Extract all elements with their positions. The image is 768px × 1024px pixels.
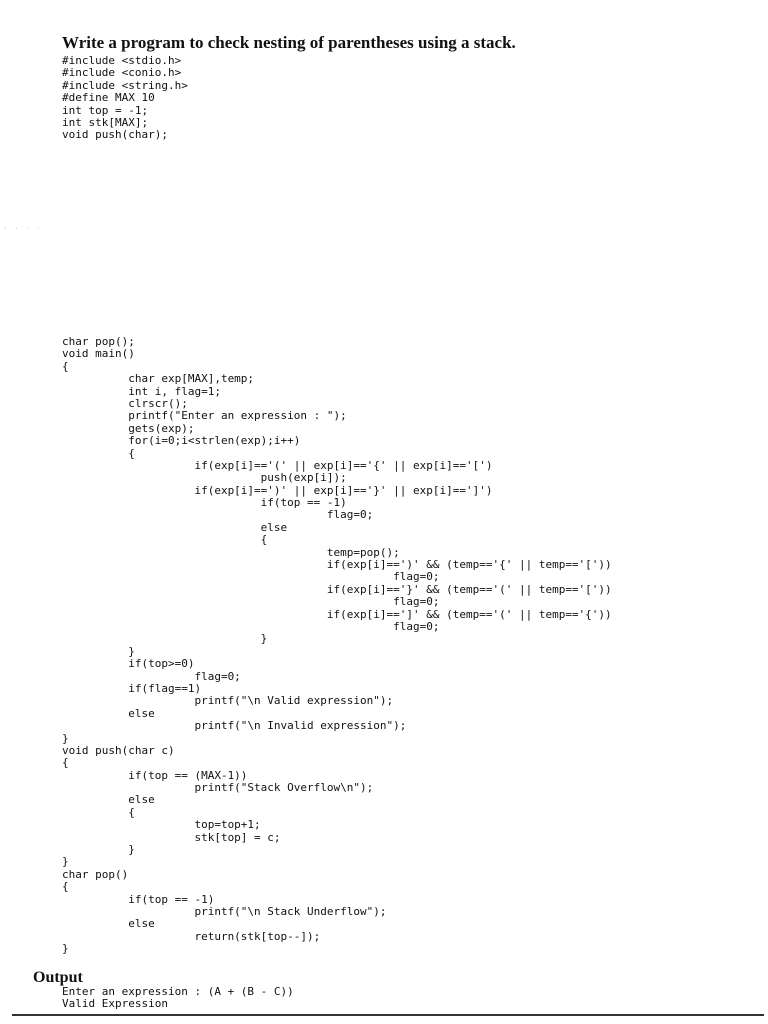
code-line: temp=pop(); bbox=[62, 545, 400, 559]
code-line: } bbox=[62, 731, 69, 745]
code-line: if(top == -1) bbox=[62, 496, 347, 510]
code-line: #include <string.h> bbox=[62, 78, 188, 92]
code-line: printf("Stack Overflow\n"); bbox=[62, 781, 374, 795]
code-line: flag=0; bbox=[62, 669, 241, 683]
code-line: void main() bbox=[62, 347, 135, 361]
code-line: if(top == (MAX-1)) bbox=[62, 768, 248, 782]
code-line: if(exp[i]=='(' || exp[i]=='{' || exp[i]=… bbox=[62, 458, 493, 472]
code-line: } bbox=[62, 942, 69, 956]
code-line: Enter an expression : (A + (B - C)) bbox=[62, 985, 294, 998]
code-line: if(flag==1) bbox=[62, 681, 202, 695]
output-block: Enter an expression : (A + (B - C))Valid… bbox=[62, 985, 294, 1011]
page-marks: . . . . bbox=[4, 222, 43, 231]
code-line: char pop(); bbox=[62, 335, 135, 348]
code-line: if(top>=0) bbox=[62, 657, 195, 671]
code-line: printf("\n Stack Underflow"); bbox=[62, 904, 387, 918]
code-line: if(exp[i]=='}' && (temp=='(' || temp=='[… bbox=[62, 582, 612, 596]
code-line: clrscr(); bbox=[62, 396, 188, 410]
page-title: Write a program to check nesting of pare… bbox=[62, 33, 516, 52]
code-line: void push(char c) bbox=[62, 743, 175, 757]
code-line: top=top+1; bbox=[62, 818, 261, 832]
code-line: if(exp[i]==')' && (temp=='{' || temp=='[… bbox=[62, 558, 612, 572]
code-line: } bbox=[62, 632, 268, 646]
code-line: else bbox=[62, 793, 155, 807]
code-line: #include <conio.h> bbox=[62, 66, 182, 80]
code-line: void push(char); bbox=[62, 128, 168, 142]
code-line: char pop() bbox=[62, 867, 129, 881]
code-line: printf("\n Valid expression"); bbox=[62, 694, 394, 708]
code-line: flag=0; bbox=[62, 508, 374, 522]
code-line: else bbox=[62, 520, 288, 534]
code-line: flag=0; bbox=[62, 619, 440, 633]
code-line: gets(exp); bbox=[62, 421, 195, 435]
code-line: int top = -1; bbox=[62, 103, 149, 117]
code-line: } bbox=[62, 855, 69, 869]
code-line: Valid Expression bbox=[62, 997, 168, 1011]
code-block-functions: char pop();void main(){ char exp[MAX],te… bbox=[62, 335, 612, 956]
code-line: { bbox=[62, 756, 69, 770]
code-line: { bbox=[62, 446, 135, 460]
code-line: printf("Enter an expression : "); bbox=[62, 409, 347, 423]
code-line: int stk[MAX]; bbox=[62, 115, 149, 129]
code-line: #define MAX 10 bbox=[62, 91, 155, 105]
code-line: { bbox=[62, 359, 69, 373]
code-line: else bbox=[62, 917, 155, 931]
code-line: if(exp[i]==')' || exp[i]=='}' || exp[i]=… bbox=[62, 483, 493, 497]
code-line: #include <stdio.h> bbox=[62, 54, 182, 67]
code-line: { bbox=[62, 880, 69, 894]
code-line: for(i=0;i<strlen(exp);i++) bbox=[62, 434, 301, 448]
code-line: } bbox=[62, 644, 135, 658]
bottom-rule bbox=[12, 1014, 764, 1016]
code-line: if(exp[i]==']' && (temp=='(' || temp=='{… bbox=[62, 607, 612, 621]
code-line: if(top == -1) bbox=[62, 892, 215, 906]
code-line: int i, flag=1; bbox=[62, 384, 221, 398]
code-line: } bbox=[62, 843, 135, 857]
code-line: char exp[MAX],temp; bbox=[62, 372, 255, 386]
code-line: else bbox=[62, 706, 155, 720]
code-block-declarations: #include <stdio.h>#include <conio.h>#inc… bbox=[62, 54, 188, 142]
code-line: push(exp[i]); bbox=[62, 471, 347, 485]
code-line: printf("\n Invalid expression"); bbox=[62, 719, 407, 733]
code-line: flag=0; bbox=[62, 595, 440, 609]
code-line: flag=0; bbox=[62, 570, 440, 584]
code-line: { bbox=[62, 805, 135, 819]
code-line: stk[top] = c; bbox=[62, 830, 281, 844]
code-line: return(stk[top--]); bbox=[62, 929, 321, 943]
output-heading: Output bbox=[33, 969, 83, 986]
code-line: { bbox=[62, 533, 268, 547]
